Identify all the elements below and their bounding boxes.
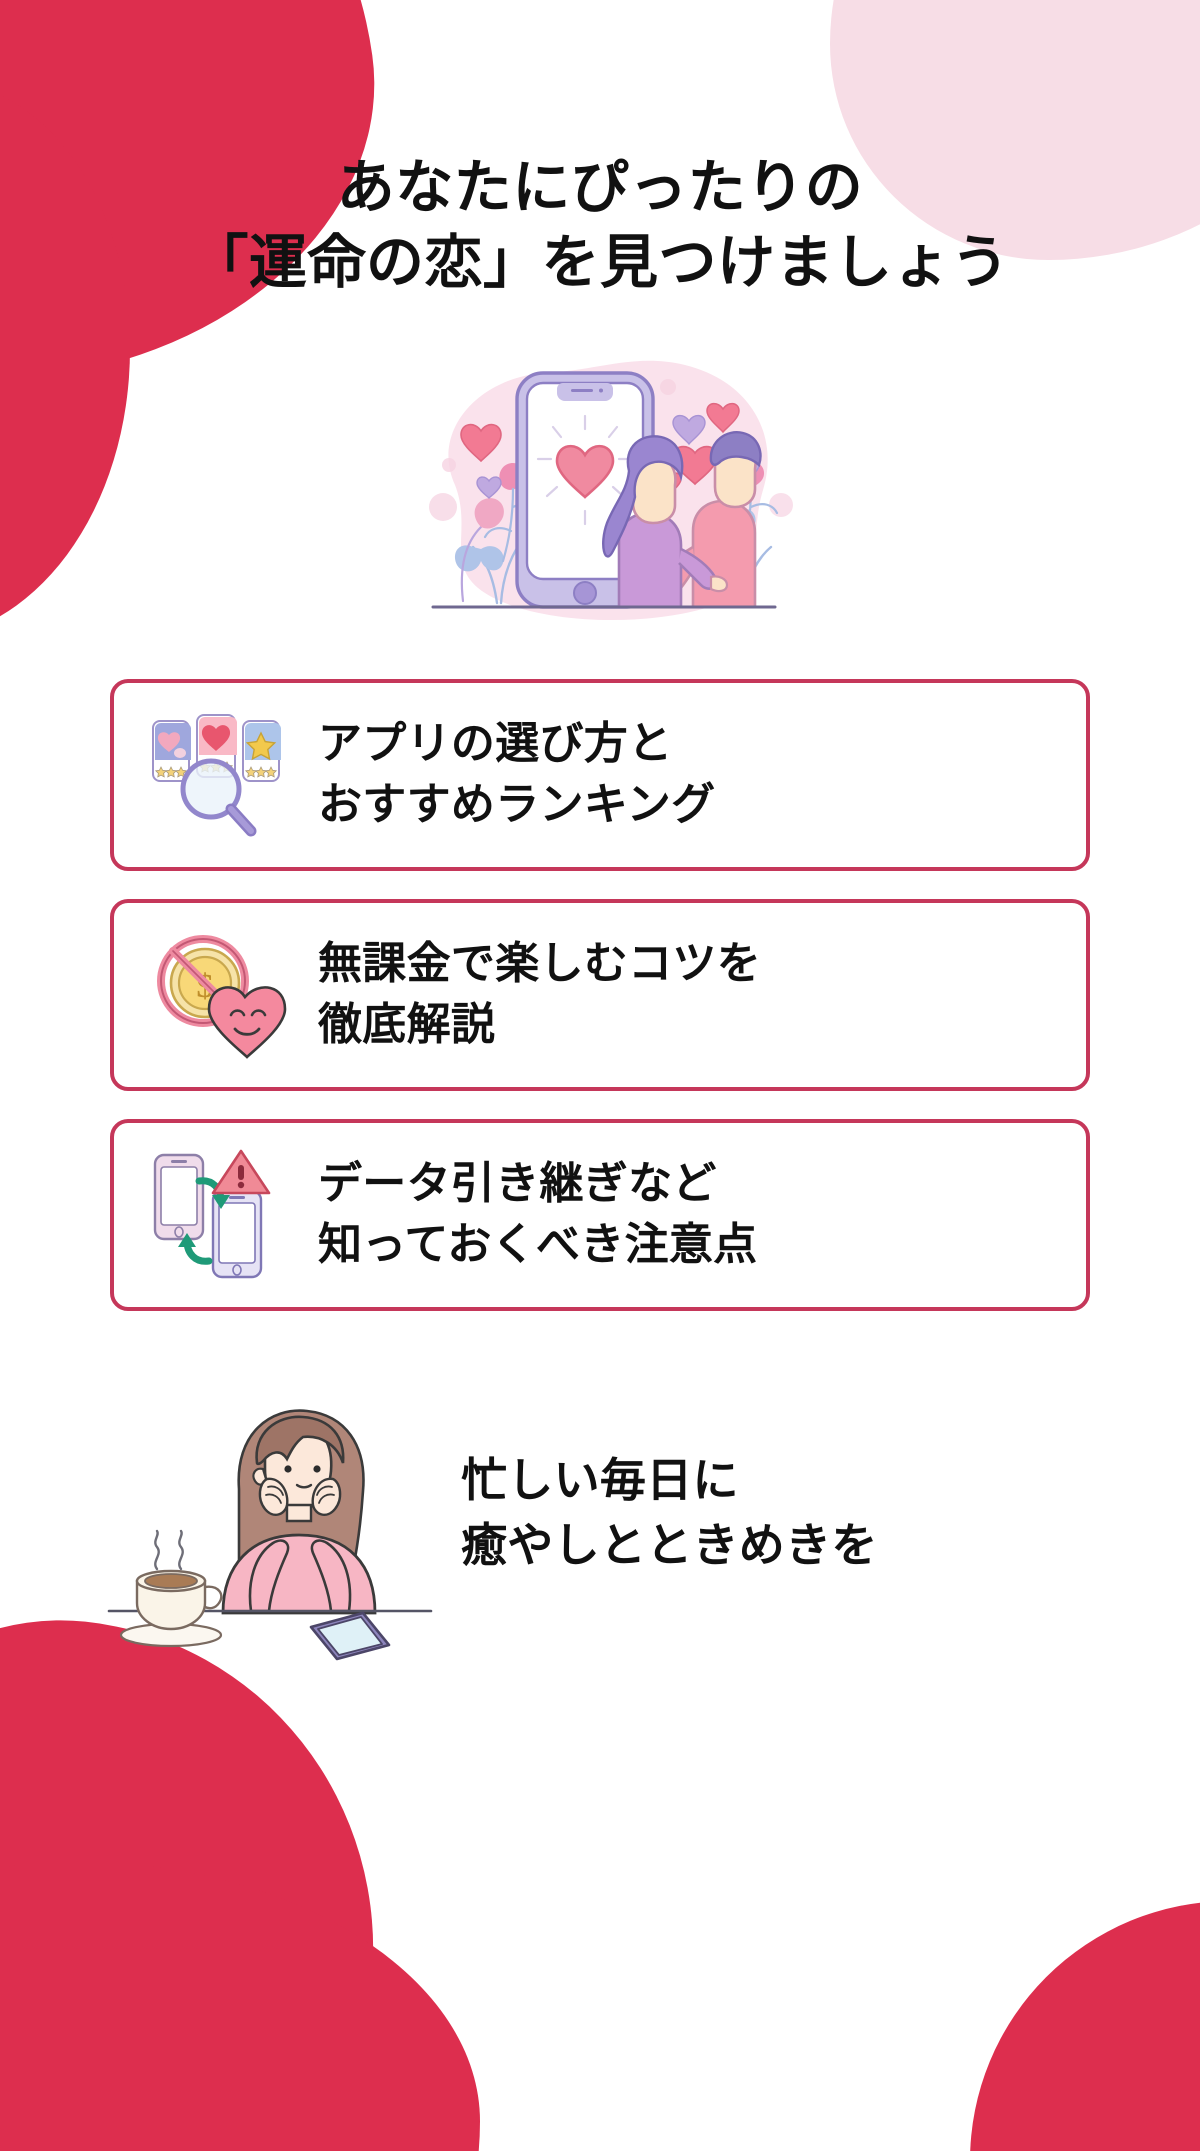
decorative-blob-bottom-right xyxy=(970,1901,1200,2151)
app-ranking-magnifier-icon xyxy=(142,705,292,845)
closing-message-block: 忙しい毎日に 癒やしとときめきを xyxy=(95,1363,1105,1663)
feature-card-data-transfer[interactable]: データ引き継ぎなど 知っておくべき注意点 xyxy=(110,1118,1090,1311)
no-payment-happy-heart-icon: $ xyxy=(142,925,292,1065)
decorative-blob-bottom-left-2 xyxy=(0,1861,480,2151)
feature-card-line-2: おすすめランキング xyxy=(318,779,716,829)
page-title-line-2: 「運命の恋」を見つけましょう xyxy=(190,230,1010,296)
feature-card-line-2: 知っておくべき注意点 xyxy=(318,1219,758,1269)
closing-message-line-1: 忙しい毎日に xyxy=(461,1454,739,1507)
feature-card-text: アプリの選び方と おすすめランキング xyxy=(318,714,1058,835)
feature-card-line-1: アプリの選び方と xyxy=(318,719,673,769)
coffee-cup-icon xyxy=(119,1529,223,1647)
page-title: あなたにぴったりの 「運命の恋」を見つけましょう xyxy=(0,0,1200,301)
couple-figures xyxy=(602,430,762,609)
phone-on-table-icon xyxy=(309,1611,391,1661)
closing-message-line-2: 癒やしとときめきを xyxy=(461,1518,878,1571)
content-column: あなたにぴったりの 「運命の恋」を見つけましょう xyxy=(0,0,1200,1663)
decorative-blob-bottom-left xyxy=(0,1590,406,2151)
feature-card-text: 無課金で楽しむコツを 徹底解説 xyxy=(318,934,1058,1055)
feature-card-line-1: データ引き継ぎなど xyxy=(318,1159,717,1209)
couple-with-smartphone-icon xyxy=(429,360,793,620)
feature-card-line-2: 徹底解説 xyxy=(318,999,496,1049)
feature-card-app-ranking[interactable]: アプリの選び方と おすすめランキング xyxy=(110,678,1090,871)
woman-with-coffee-and-phone-illustration xyxy=(105,1363,435,1663)
feature-card-text: データ引き継ぎなど 知っておくべき注意点 xyxy=(318,1154,1058,1275)
hero-illustration xyxy=(0,335,1200,635)
feature-card-line-1: 無課金で楽しむコツを xyxy=(318,939,761,989)
page-title-line-1: あなたにぴったりの xyxy=(336,155,864,220)
feature-card-free-to-play[interactable]: $ 無課金で楽しむコツを 徹底解説 xyxy=(110,898,1090,1091)
data-transfer-warning-icon xyxy=(142,1145,292,1285)
feature-card-list: アプリの選び方と おすすめランキング $ xyxy=(110,678,1090,1311)
closing-message-text: 忙しい毎日に 癒やしとときめきを xyxy=(441,1448,1105,1577)
